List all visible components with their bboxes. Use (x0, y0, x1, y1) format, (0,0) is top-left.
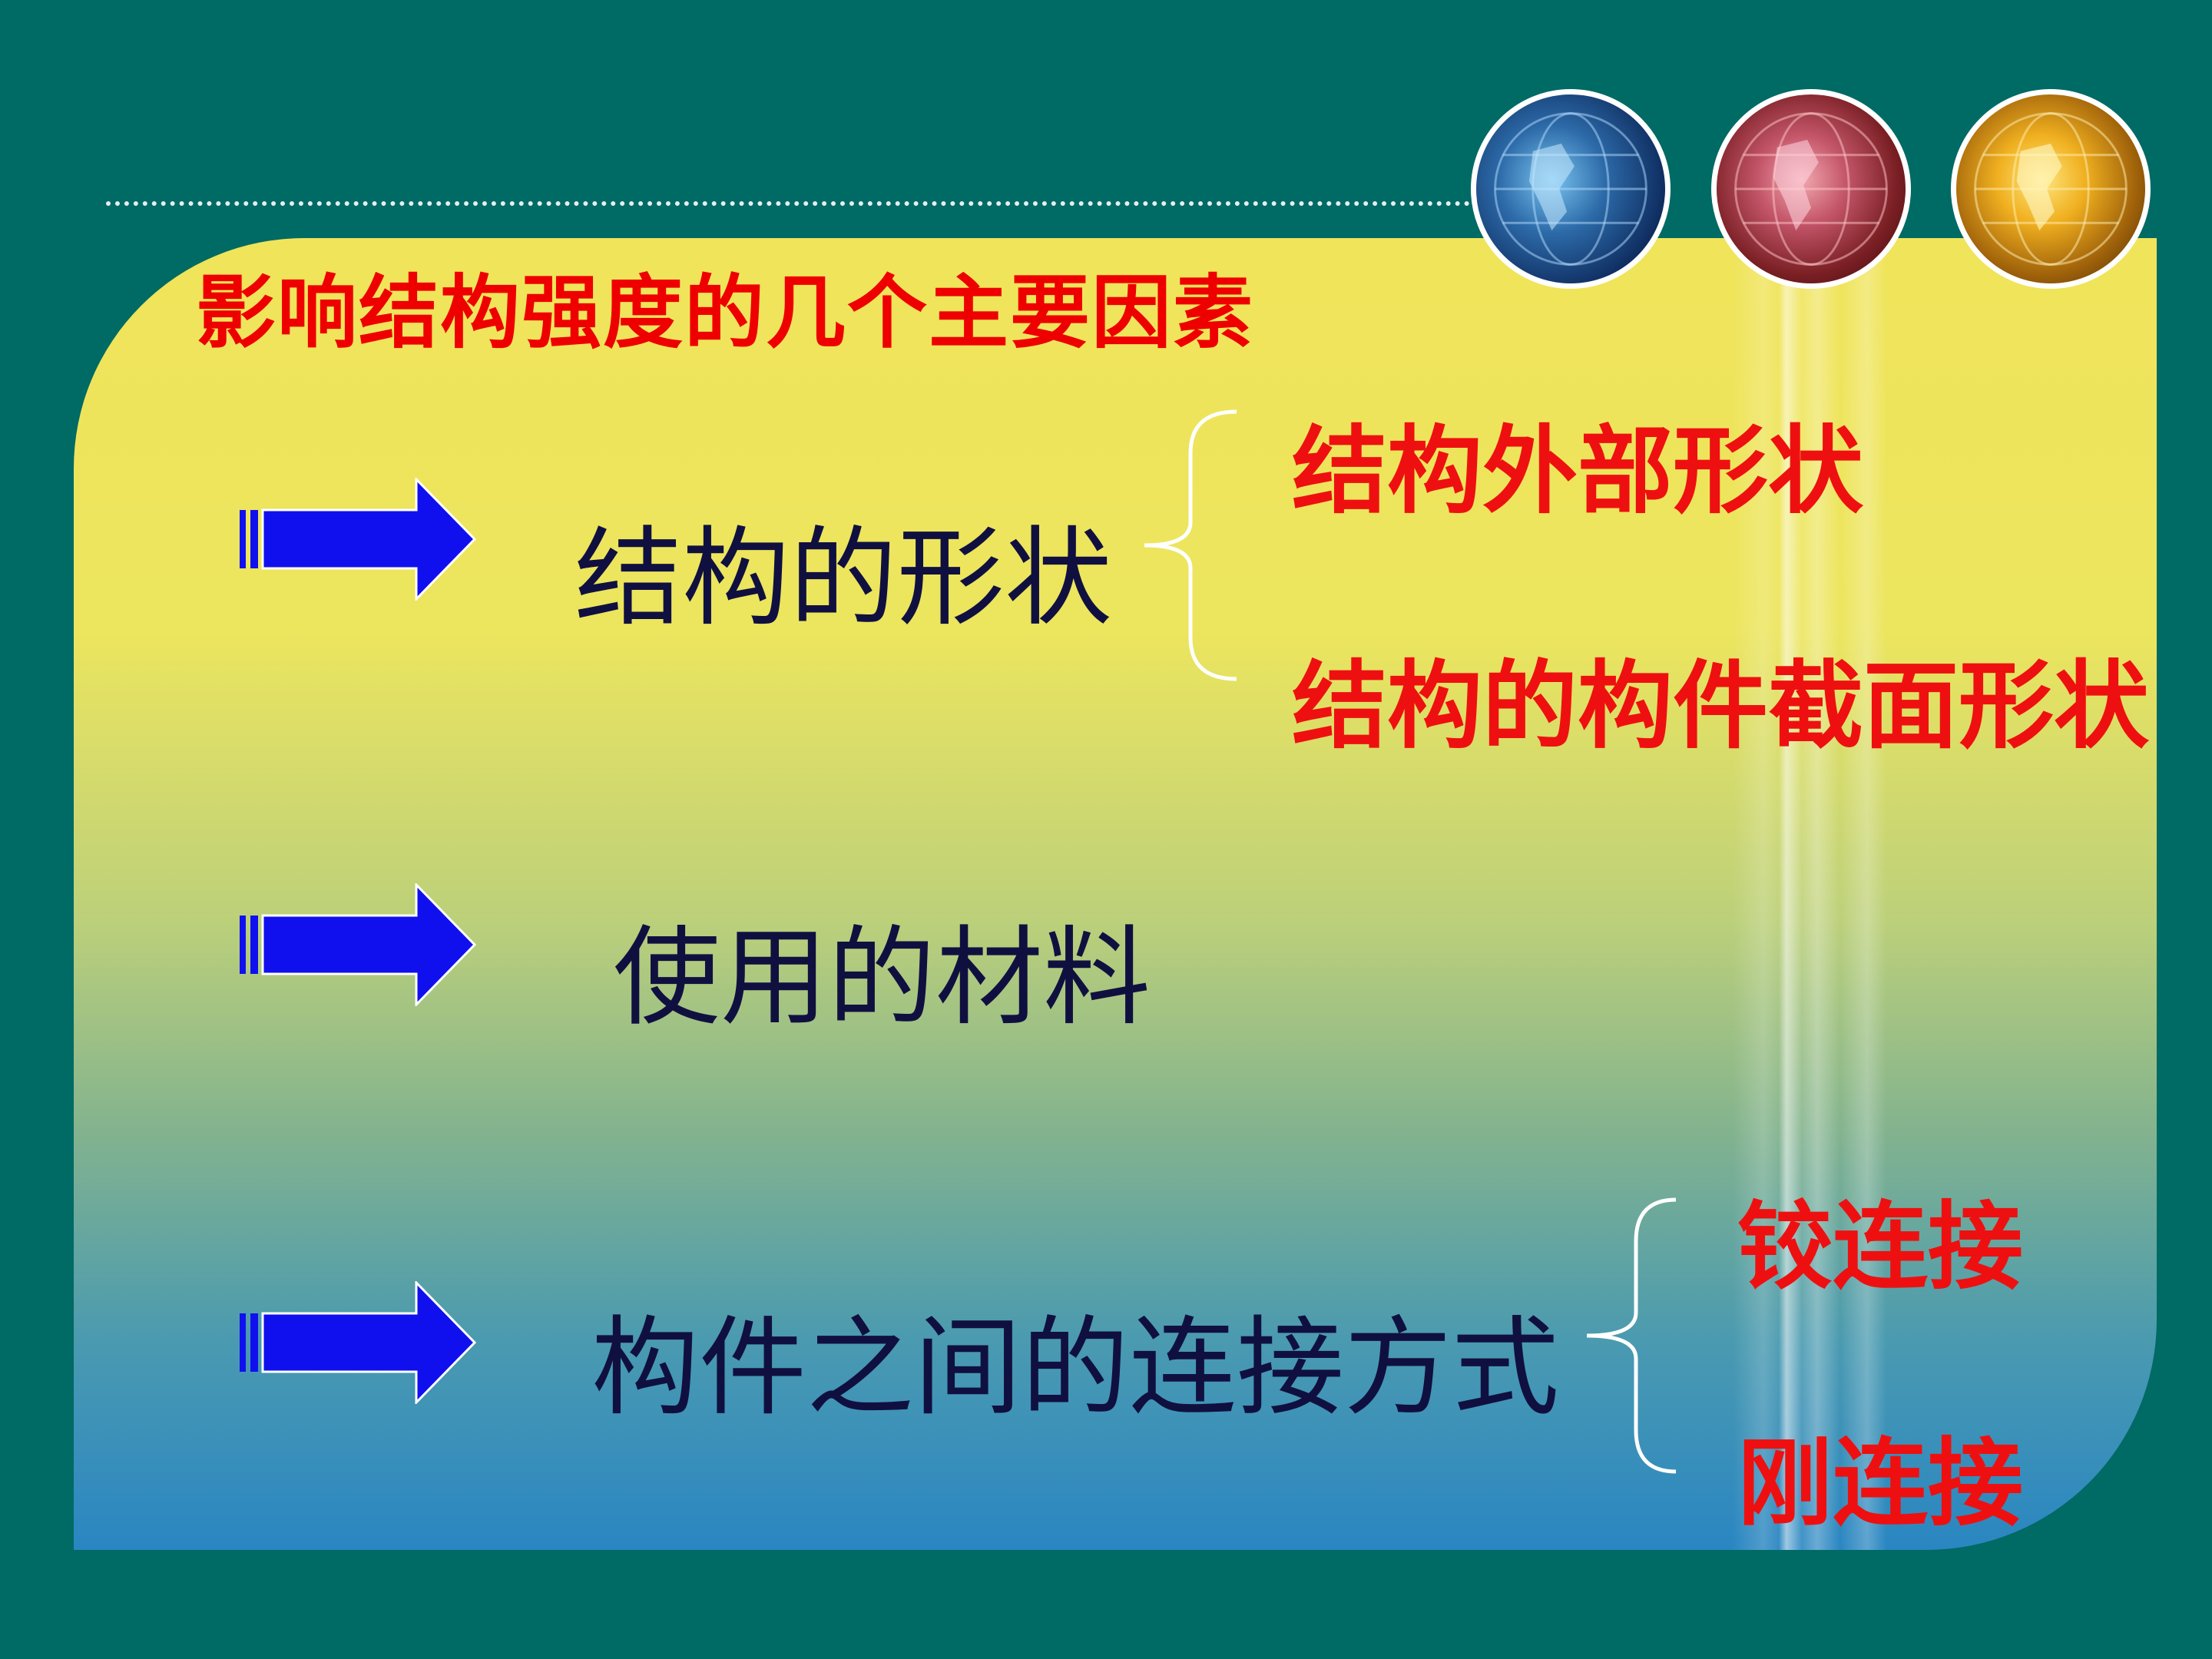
globe-gold-icon (1951, 89, 2151, 289)
brace-connection (1586, 1197, 1677, 1474)
arrow-right-icon (240, 478, 476, 601)
arrow-right-icon (240, 883, 476, 1006)
subfactor-rigid: 刚连接 (1737, 1429, 2024, 1539)
globe-red-icon (1711, 89, 1911, 289)
arrow-right-icon (240, 1281, 476, 1404)
subfactor-hinged: 铰连接 (1737, 1192, 2024, 1303)
factor-label-material: 使用的材料 (613, 916, 1151, 1041)
dotted-divider (106, 201, 1488, 206)
factor-label-shape: 结构的形状 (575, 516, 1113, 641)
subfactor-section-shape: 结构的构件截面形状 (1292, 651, 2150, 762)
slide-title: 影响结构强度的几个主要因素 (196, 266, 1255, 359)
factor-label-connection: 构件之间的连接方式 (591, 1306, 1560, 1431)
globe-blue-icon (1471, 89, 1671, 289)
brace-shape (1144, 409, 1237, 681)
subfactor-outer-shape: 结构外部形状 (1292, 416, 1864, 527)
decorative-stripes (1733, 238, 2157, 1550)
